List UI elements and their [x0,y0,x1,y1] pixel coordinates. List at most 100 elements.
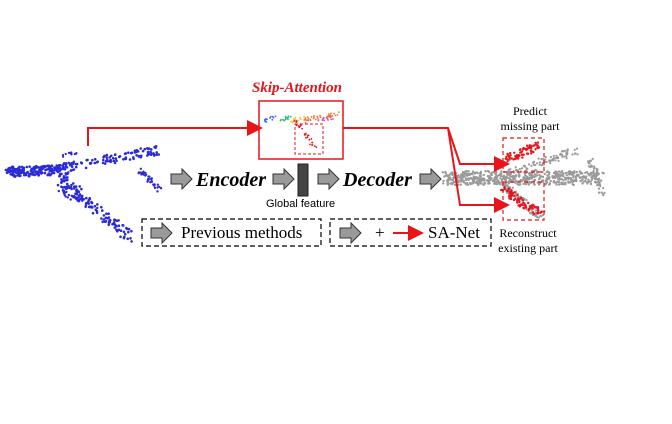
point [84,204,88,208]
point [578,176,582,180]
point [152,153,156,156]
point [536,206,540,209]
point [64,187,68,191]
point [525,144,529,147]
point [19,174,22,177]
point [56,183,60,187]
point [65,182,69,186]
point [500,179,503,182]
point [452,176,455,180]
point [508,156,511,159]
point [602,187,605,190]
point [538,163,541,166]
point [319,114,321,117]
point [552,179,556,183]
point [112,221,116,224]
point [56,167,59,171]
point [599,185,602,188]
point [313,145,316,148]
point [509,151,512,155]
point [144,173,148,176]
point [547,173,551,176]
point [549,162,552,165]
point [74,165,78,169]
point [536,144,539,147]
point [554,159,557,162]
point [567,180,570,183]
point [512,175,515,178]
point [577,173,580,176]
reconstruct-line-2: existing part [498,241,558,255]
point [122,236,126,240]
decoder-label: Decoder [343,169,412,191]
point [121,224,125,227]
point [469,182,472,186]
point [119,235,122,239]
point [119,229,123,232]
point [554,173,557,177]
point [495,183,499,186]
point [282,118,284,121]
point [159,187,163,190]
point [536,211,540,214]
point [4,168,8,172]
point [512,158,515,161]
point [102,158,105,162]
point [137,154,141,158]
point [130,151,134,155]
point [60,178,63,181]
point [446,175,450,178]
point [85,196,88,200]
point [91,211,95,215]
point [88,161,92,165]
point [592,167,596,170]
point [289,115,292,118]
point [552,154,555,157]
point [522,147,525,150]
point [476,176,479,180]
point [137,172,140,175]
point [102,156,105,159]
point [602,172,605,175]
point [113,223,117,227]
point [520,153,524,156]
point [520,167,524,170]
point [62,155,65,158]
point [478,174,482,177]
point [513,191,516,194]
point [132,157,135,161]
point [513,151,516,154]
legend-previous-box [141,218,322,247]
point [146,180,149,183]
skip-attention-title: Skip-Attention [252,80,343,96]
point [327,115,329,118]
point [572,174,575,177]
point [523,165,527,168]
point [593,165,596,168]
encoder-label: Encoder [196,169,266,191]
point [592,171,595,174]
point [484,170,487,173]
point [533,178,536,182]
point [25,165,29,169]
point [117,228,121,232]
point [265,118,267,120]
point [110,154,113,158]
point [150,148,153,151]
point [135,154,138,157]
point [549,179,552,183]
point [556,180,559,183]
point [114,153,117,156]
point [65,166,69,169]
point [141,149,145,153]
legend-sanet-box [329,218,492,247]
global-feature-label: Global feature [266,198,336,210]
point [38,168,41,172]
point [585,171,589,174]
point [154,146,157,150]
point [476,183,480,186]
point [304,117,307,119]
point [523,197,526,201]
point [76,199,79,202]
reconstruct-existing-label: Reconstruct existing part [488,226,568,256]
